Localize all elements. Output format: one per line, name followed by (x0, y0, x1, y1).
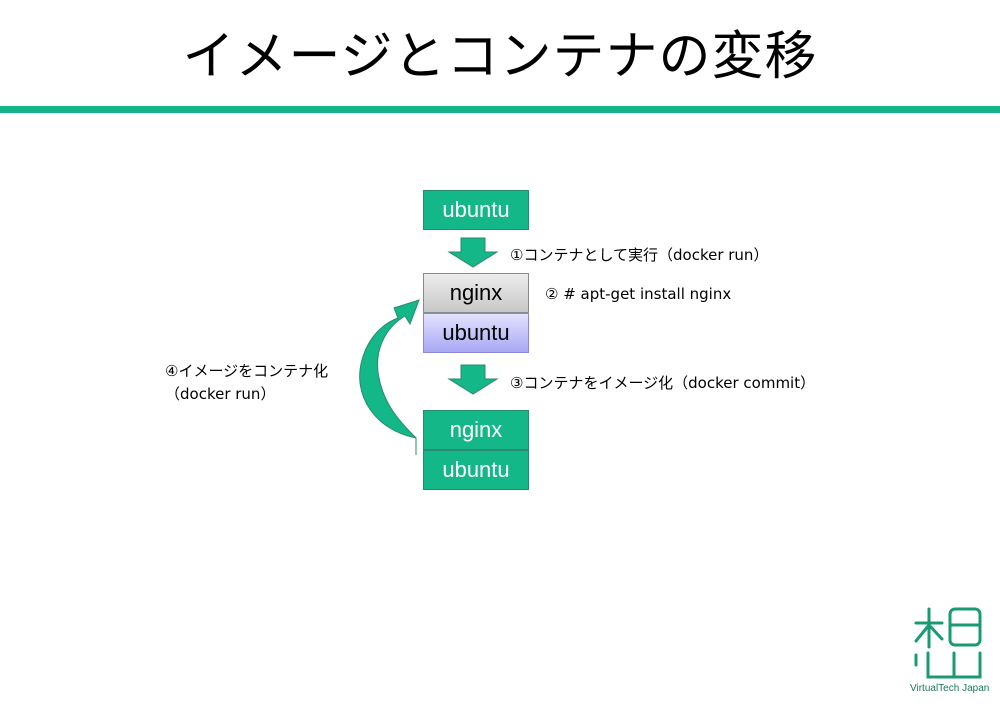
step4-label-line1: ④イメージをコンテナ化 (165, 362, 329, 380)
image-ubuntu-layer: ubuntu (423, 450, 529, 490)
down-arrow-2 (447, 364, 499, 395)
image-nginx-layer: nginx (423, 410, 529, 450)
logo-icon (914, 607, 982, 679)
image-ubuntu-box: ubuntu (423, 190, 529, 230)
curved-arrow (359, 299, 420, 455)
container-nginx-layer: nginx (423, 273, 529, 313)
container-ubuntu-layer: ubuntu (423, 313, 529, 353)
page-title: イメージとコンテナの変移 (182, 27, 818, 87)
logo-text: VirtualTech Japan (910, 683, 990, 694)
down-arrow-1 (447, 237, 499, 268)
step2-label: ② # apt-get install nginx (545, 285, 732, 303)
step1-label: ①コンテナとして実行（docker run） (510, 246, 769, 264)
step3-label: ③コンテナをイメージ化（docker commit） (510, 374, 816, 392)
title-divider (0, 106, 1000, 113)
step4-label-line2: （docker run） (165, 385, 276, 403)
